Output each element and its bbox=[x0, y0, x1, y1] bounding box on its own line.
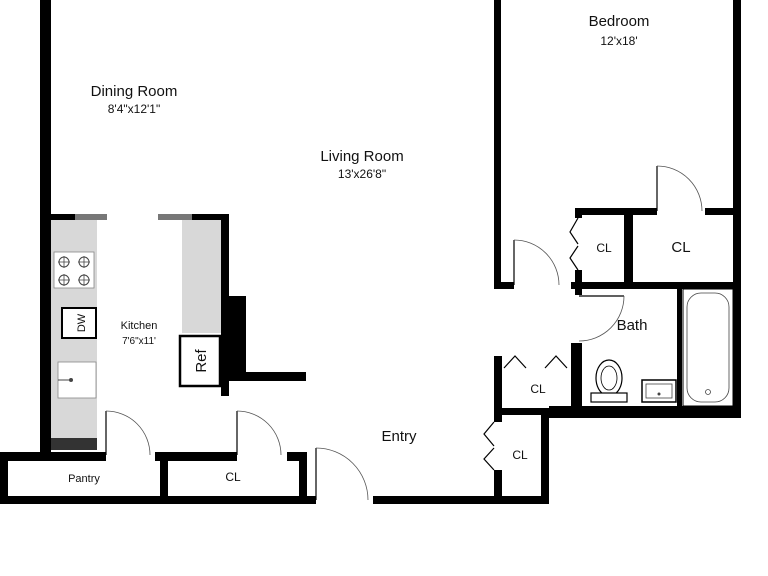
bathtub-icon bbox=[682, 288, 734, 407]
bath-name: Bath bbox=[617, 317, 648, 334]
wall-kitchen-top-left bbox=[51, 214, 75, 220]
wall-bottom-left-top bbox=[0, 452, 106, 461]
bath-sink-icon bbox=[641, 379, 677, 403]
wall-closets-top2 bbox=[705, 208, 741, 215]
closet-hall: CL bbox=[530, 382, 546, 396]
pantry-door bbox=[105, 410, 151, 456]
wall-kitchen-right bbox=[221, 214, 229, 396]
hall-closet-bifold-door bbox=[503, 355, 568, 369]
closet-bedroom-large: CL bbox=[671, 239, 690, 256]
dining-room-name: Dining Room bbox=[91, 83, 178, 100]
bottom-closet-door bbox=[236, 410, 282, 456]
bedroom-closet-door bbox=[656, 165, 703, 212]
closet-entry: CL bbox=[512, 448, 528, 462]
dishwasher-label: DW bbox=[76, 313, 88, 332]
living-room-size: 13'x26'8" bbox=[338, 167, 386, 181]
wall-cl-divider bbox=[299, 452, 307, 503]
wall-bottom-exterior-2 bbox=[373, 496, 549, 504]
pantry-name: Pantry bbox=[68, 473, 100, 485]
wall-hall-cl-bottom bbox=[494, 408, 549, 415]
wall-closet-divider bbox=[624, 208, 633, 288]
stove-icon bbox=[53, 251, 95, 289]
wall-entry-cl-left bbox=[494, 356, 502, 422]
window-kitchen-right bbox=[158, 214, 192, 220]
dining-room-size: 8'4"x12'1" bbox=[108, 102, 160, 116]
dishwasher: DW bbox=[61, 307, 97, 339]
bath-door bbox=[578, 295, 625, 342]
doors bbox=[105, 165, 703, 501]
wall-bottom-exterior bbox=[0, 496, 316, 504]
closet-bedroom-small: CL bbox=[596, 241, 612, 255]
bedroom-name: Bedroom bbox=[589, 13, 650, 30]
walls bbox=[0, 0, 741, 504]
wall-pantry-divider bbox=[160, 452, 168, 503]
wall-bottom-left-top3 bbox=[287, 452, 306, 461]
wall-kitchen-jog bbox=[229, 296, 246, 372]
refrigerator-label: Ref bbox=[193, 348, 210, 372]
wall-bedroom-left bbox=[494, 0, 501, 286]
wall-bath-left-lower bbox=[575, 343, 582, 413]
wall-far-left bbox=[0, 452, 8, 504]
wall-bath-top bbox=[571, 282, 741, 289]
small-closet-bifold-door bbox=[569, 217, 579, 271]
wall-bath-tub-divider bbox=[677, 289, 682, 406]
wall-kitchen-top-right bbox=[192, 214, 229, 220]
wall-left-bottom bbox=[40, 440, 51, 460]
window-kitchen-left bbox=[75, 214, 107, 220]
closet-bottom: CL bbox=[225, 470, 241, 484]
wall-kitchen-right-lower bbox=[229, 372, 306, 381]
wall-closet-left-top bbox=[575, 208, 582, 218]
wall-entry-cl-right bbox=[541, 410, 549, 504]
living-room-name: Living Room bbox=[320, 148, 403, 165]
refrigerator: Ref bbox=[178, 334, 222, 388]
wall-closet-left-mid bbox=[575, 270, 582, 288]
kitchen-size: 7'6"x11' bbox=[122, 336, 156, 347]
wall-left-exterior bbox=[40, 0, 51, 455]
toilet-icon bbox=[590, 359, 628, 403]
entry-closet-bifold-door bbox=[483, 421, 495, 471]
labels: Dining Room 8'4"x12'1" Living Room 13'x2… bbox=[68, 13, 690, 485]
wall-hall-top-left bbox=[494, 282, 514, 289]
kitchen-counter-right bbox=[182, 220, 221, 333]
bedroom-size: 12'x18' bbox=[600, 34, 637, 48]
kitchen-name: Kitchen bbox=[121, 320, 158, 332]
hall-door bbox=[513, 239, 560, 286]
entry-door bbox=[315, 447, 369, 501]
kitchen-sink-icon bbox=[57, 361, 97, 399]
wall-bottom-left-top2 bbox=[155, 452, 237, 461]
wall-closets-top bbox=[577, 208, 657, 215]
wall-bath-bottom bbox=[549, 406, 741, 418]
wall-bath-left bbox=[575, 282, 582, 295]
wall-entry-cl-left2 bbox=[494, 470, 502, 504]
kitchen-counter-left-base bbox=[51, 438, 97, 450]
entry-name: Entry bbox=[381, 428, 417, 445]
